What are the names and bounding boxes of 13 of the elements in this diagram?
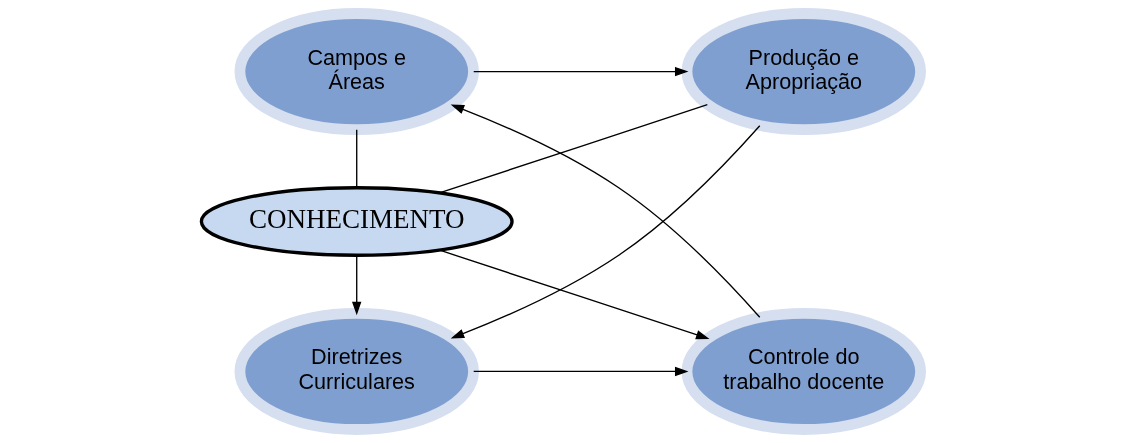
arrow: [473, 66, 689, 77]
node-ellipse: Diretrizes Curriculares: [234, 307, 479, 435]
node-ellipse: Produção e Apropriação: [681, 8, 926, 136]
connector: [438, 104, 708, 194]
node-ellipse: Campos e Áreas: [234, 8, 479, 136]
node-ellipse: Controle do trabalho docente: [681, 307, 926, 435]
arrow: [473, 366, 689, 377]
node-ellipse: CONHECIMENTO: [199, 186, 514, 257]
arrow: [450, 104, 761, 318]
arrow: [450, 125, 761, 339]
arrow: [352, 254, 362, 316]
arrow: [439, 249, 710, 340]
connector: [356, 129, 358, 189]
